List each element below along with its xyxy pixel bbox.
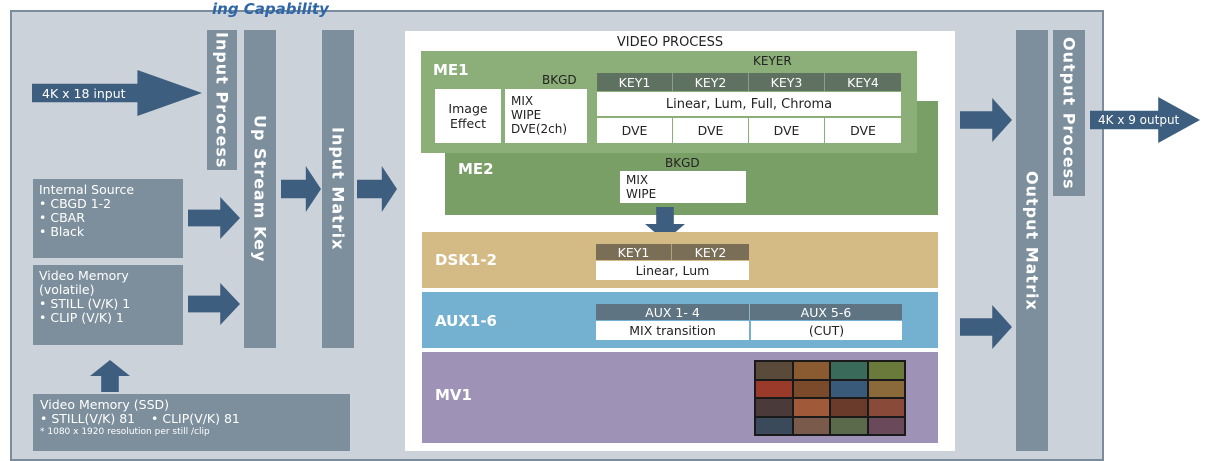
output-matrix-block: Output Matrix — [1016, 30, 1048, 451]
dsk-key-header: KEY2 — [672, 244, 749, 260]
me1-label: ME1 — [433, 61, 469, 79]
internal-source-item: • CBAR — [39, 210, 85, 225]
dsk-key-header: KEY1 — [596, 244, 672, 260]
video-memory-volatile-title: Video Memory — [39, 268, 129, 283]
me1-dve-cell: DVE — [825, 118, 901, 143]
aux-group-header: AUX 5-6 — [750, 304, 902, 320]
video-memory-volatile-item: • CLIP (V/K) 1 — [39, 310, 124, 325]
me1-transition: DVE(2ch) — [511, 122, 568, 136]
output-process-block: Output Process — [1053, 30, 1085, 196]
video-process-title: VIDEO PROCESS — [616, 35, 724, 50]
up-stream-key-block: Up Stream Key — [244, 30, 276, 348]
mv-block: MV1 — [422, 352, 938, 443]
aux-mode: (CUT) — [751, 321, 902, 340]
video-memory-volatile-block: Video Memory (volatile) • STILL (V/K) 1 … — [33, 265, 183, 345]
internal-source-title: Internal Source — [39, 182, 135, 197]
me1-block: ME1 BKGD KEYER Image Effect MIX WIPE DVE… — [421, 51, 917, 153]
aux-block: AUX1-6 AUX 1- 4 AUX 5-6 MIX transition (… — [422, 292, 938, 348]
diagram-title: ing Capability — [212, 0, 329, 18]
me1-key-header: KEY2 — [673, 73, 749, 91]
input-4k-label: 4K x 18 input — [42, 85, 126, 101]
internal-source-block: Internal Source • CBGD 1-2 • CBAR • Blac… — [33, 179, 183, 258]
me2-transition-box: MIX WIPE — [620, 171, 746, 203]
me1-dve-cell: DVE — [597, 118, 672, 143]
aux-label: AUX1-6 — [435, 312, 497, 330]
me1-key-header: KEY4 — [825, 73, 901, 91]
me2-transition: WIPE — [626, 187, 657, 201]
video-memory-ssd-block: Video Memory (SSD) • STILL(V/K) 81 • CLI… — [33, 394, 350, 451]
me1-transition-box: MIX WIPE DVE(2ch) — [505, 89, 587, 143]
video-process-panel: VIDEO PROCESS ME2 BKGD MIX WIPE ME1 BKGD… — [405, 31, 955, 451]
me1-keyer-label: KEYER — [753, 54, 792, 68]
me1-transition: WIPE — [511, 108, 542, 122]
video-memory-volatile-item: • STILL (V/K) 1 — [39, 296, 131, 311]
video-memory-ssd-line: • STILL(V/K) 81 • CLIP(V/K) 81 — [40, 411, 240, 426]
output-4k-label: 4K x 9 output — [1098, 113, 1180, 127]
me2-label: ME2 — [458, 160, 494, 178]
me1-bkgd-label: BKGD — [542, 73, 577, 87]
dsk-label: DSK1-2 — [435, 251, 497, 269]
multiviewer-thumbnail — [754, 360, 906, 436]
me1-key-types: Linear, Lum, Full, Chroma — [597, 92, 901, 116]
aux-mode: MIX transition — [596, 321, 749, 340]
dsk-block: DSK1-2 KEY1 KEY2 Linear, Lum — [422, 232, 938, 288]
video-memory-volatile-subtitle: (volatile) — [39, 282, 95, 297]
me1-key-header: KEY3 — [749, 73, 825, 91]
input-process-block: Input Process — [207, 30, 237, 170]
image-effect-box: Image Effect — [435, 89, 501, 143]
me1-dve-cell: DVE — [749, 118, 824, 143]
input-matrix-block: Input Matrix — [322, 30, 354, 348]
aux-group-header: AUX 1- 4 — [596, 304, 750, 320]
dsk-types: Linear, Lum — [596, 261, 749, 280]
me1-transition: MIX — [511, 94, 534, 108]
me1-key-header: KEY1 — [597, 73, 673, 91]
me2-transition: MIX — [626, 173, 649, 187]
video-memory-ssd-note: * 1080 x 1920 resolution per still /clip — [40, 427, 210, 437]
internal-source-item: • CBGD 1-2 — [39, 196, 112, 211]
internal-source-item: • Black — [39, 224, 85, 239]
me2-bkgd-label: BKGD — [665, 156, 700, 170]
mv-label: MV1 — [435, 386, 472, 404]
image-effect-line: Image — [448, 101, 488, 116]
image-effect-line: Effect — [450, 116, 486, 131]
video-memory-ssd-title: Video Memory (SSD) — [40, 397, 170, 412]
me1-dve-cell: DVE — [673, 118, 748, 143]
